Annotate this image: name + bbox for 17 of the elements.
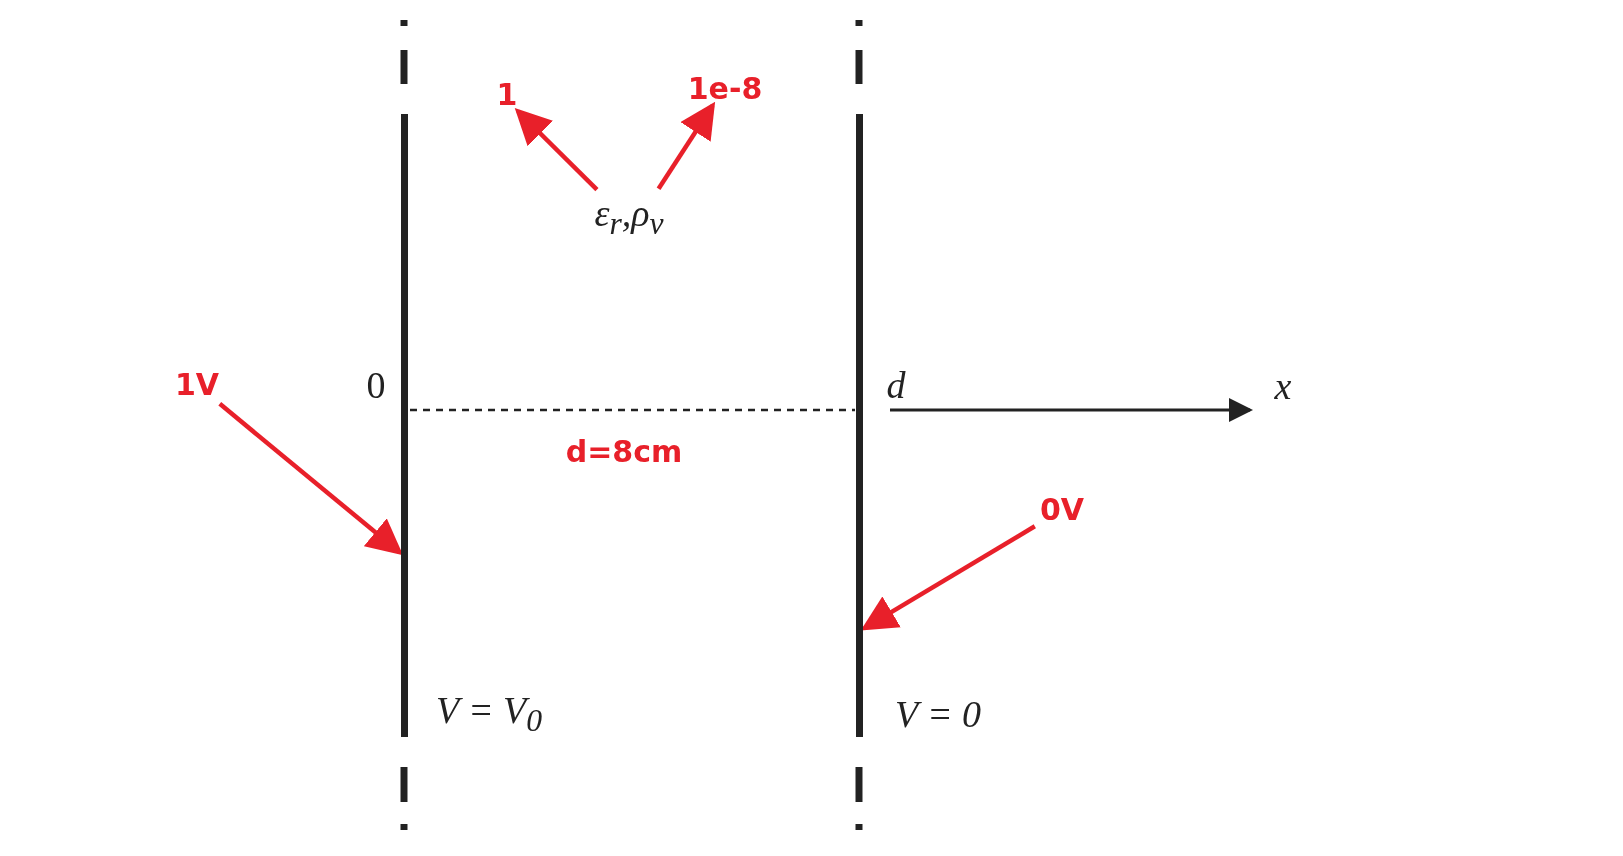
material-parameter-label: ε$_{r}$,ρ$_{v}$ bbox=[594, 193, 664, 241]
potential-label: V = V$_{0}$ bbox=[435, 690, 543, 738]
value-label: 0V bbox=[1039, 495, 1085, 525]
arrow bbox=[218, 402, 404, 556]
arrow bbox=[656, 101, 716, 191]
dimension-label: d=8cm bbox=[565, 437, 683, 467]
value-label: 1 bbox=[496, 80, 518, 110]
electrode-plate bbox=[401, 114, 408, 737]
arrow bbox=[514, 108, 599, 192]
value-label: 1e-8 bbox=[687, 74, 763, 104]
axis-label: x bbox=[1274, 367, 1292, 405]
origin-label: 0 bbox=[366, 366, 386, 404]
arrow bbox=[860, 524, 1036, 631]
electrode-plate bbox=[856, 114, 863, 737]
position-label: d bbox=[886, 366, 906, 404]
value-label: 1V bbox=[174, 370, 220, 400]
potential-label: V = 0 bbox=[894, 695, 982, 733]
